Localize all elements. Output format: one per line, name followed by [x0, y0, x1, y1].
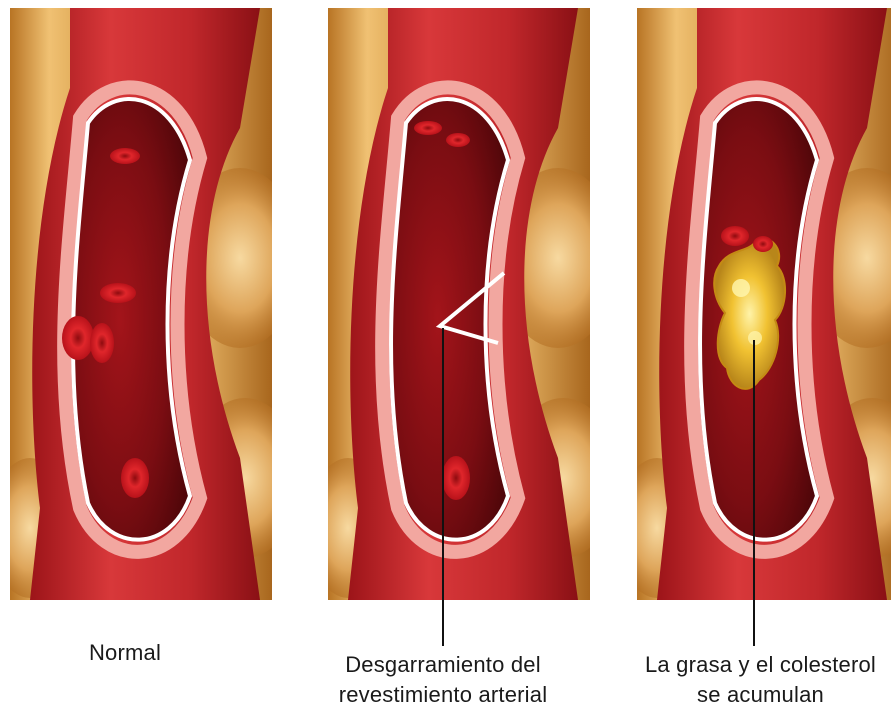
plaque-buildup-panel — [637, 8, 891, 600]
torn-lining-pointer-line — [442, 328, 444, 646]
red-blood-cell — [62, 316, 94, 360]
red-blood-cell — [753, 236, 773, 252]
red-blood-cell — [100, 283, 136, 303]
normal-artery-illustration — [10, 8, 272, 600]
caption-plaque-buildup: La grasa y el colesterol se acumulan — [630, 650, 891, 710]
red-blood-cell — [721, 226, 749, 246]
caption-normal: Normal — [60, 638, 190, 668]
red-blood-cell — [442, 456, 470, 500]
caption-line: Desgarramiento del — [318, 650, 568, 680]
plaque-pointer-line — [753, 340, 755, 646]
caption-line: se acumulan — [630, 680, 891, 710]
caption-line: La grasa y el colesterol — [630, 650, 891, 680]
red-blood-cell — [90, 323, 114, 363]
plaque-buildup-illustration — [637, 8, 891, 600]
red-blood-cell — [110, 148, 140, 164]
caption-line: revestimiento arterial — [318, 680, 568, 710]
plaque-highlight — [732, 279, 750, 297]
red-blood-cell — [446, 133, 470, 147]
torn-lining-illustration — [328, 8, 590, 600]
plaque-highlight — [748, 331, 762, 345]
red-blood-cell — [414, 121, 442, 135]
caption-line: Normal — [60, 638, 190, 668]
caption-torn-lining: Desgarramiento del revestimiento arteria… — [318, 650, 568, 710]
torn-lining-panel — [328, 8, 590, 600]
normal-artery-panel — [10, 8, 272, 600]
red-blood-cell — [121, 458, 149, 498]
